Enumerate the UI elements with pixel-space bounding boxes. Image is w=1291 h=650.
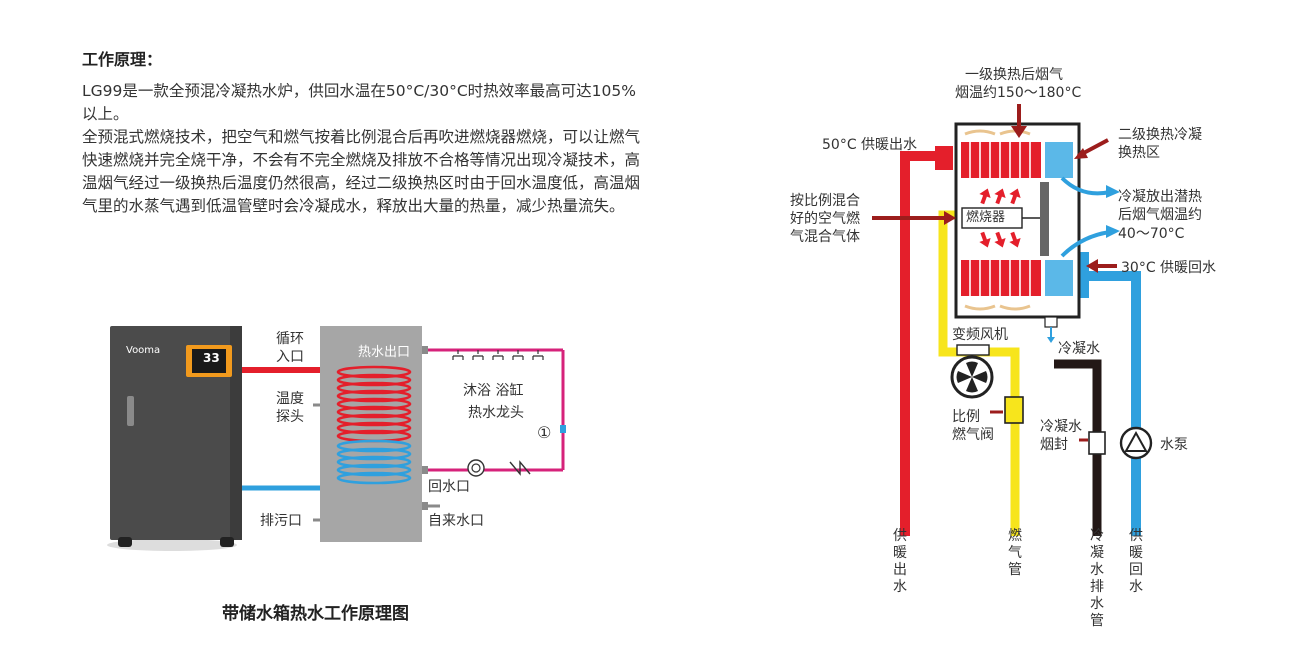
condensate-seal-icon <box>1088 431 1106 455</box>
label-fan: 变频风机 <box>952 327 1008 343</box>
coil-lines <box>969 142 1031 296</box>
boiler-unit <box>110 326 242 540</box>
faucet-row <box>452 350 544 360</box>
return-pipe <box>1073 252 1141 536</box>
label-primary-exchange: 一级换热后烟气 <box>965 67 1063 83</box>
label-drain: 排污口 <box>260 513 302 529</box>
description-paragraph-1: LG99是一款全预混冷凝热水炉，供回水温在50°C/30°C时热效率最高可达10… <box>82 82 636 123</box>
secondary-exchanger-top <box>1045 142 1073 178</box>
label-circulation-inlet: 循环 入口 <box>276 331 304 365</box>
primary-exchanger-top <box>961 142 1041 178</box>
label-gas-pipe: 燃气管 <box>1008 528 1022 578</box>
label-burner: 燃烧器 <box>966 210 1006 225</box>
secondary-exchanger-bottom <box>1045 260 1073 296</box>
label-shower-tub: 沐浴 浴缸 <box>463 383 524 399</box>
circulation-pump-icon <box>467 459 485 477</box>
condensate-drain-pipe <box>1054 359 1102 536</box>
section-title: 工作原理： <box>82 50 163 69</box>
label-condensate-pipe: 冷凝水排水管 <box>1090 528 1104 629</box>
label-supply-pipe: 供暖出水 <box>893 528 907 595</box>
gas-valve-icon <box>1004 396 1024 424</box>
boiler-side <box>230 326 242 540</box>
label-return-pipe: 供暖回水 <box>1129 528 1143 595</box>
tank-diagram-caption: 带储水箱热水工作原理图 <box>222 604 409 624</box>
boiler-brand: Vooma <box>126 345 161 356</box>
label-temp-probe: 温度 探头 <box>276 391 304 425</box>
label-condensate: 冷凝水 <box>1058 341 1100 357</box>
label-latent-heat: 冷凝放出潜热 后烟气烟温约 <box>1118 189 1202 223</box>
label-condensate-seal: 冷凝水 烟封 <box>1040 419 1082 453</box>
label-premix-gas: 按比例混合 好的空气燃 气混合气体 <box>790 193 860 245</box>
label-tap-inlet: 自来水口 <box>428 513 484 529</box>
control-screen <box>192 349 226 373</box>
description-paragraph-2: 全预混式燃烧技术，把空气和燃气按着比例混合后再吹进燃烧器燃烧，可以让燃气快速燃烧… <box>82 128 641 215</box>
boiler-shadow <box>107 539 237 551</box>
flue-baffle <box>1040 182 1049 256</box>
pointer-arrows <box>872 104 1117 442</box>
description: LG99是一款全预混冷凝热水炉，供回水温在50°C/30°C时热效率最高可达10… <box>82 80 642 218</box>
label-flue-temp-high: 烟温约150～180°C <box>955 85 1082 101</box>
boiler-foot-left <box>118 537 132 547</box>
boiler-foot-right <box>220 537 234 547</box>
condensate-outlet <box>1044 316 1058 328</box>
supply-pipe <box>900 146 953 536</box>
hot-water-loop <box>428 348 565 472</box>
blue-coil <box>336 439 412 485</box>
label-pump-mark: ① <box>537 423 552 442</box>
label-supply-out: 50°C 供暖出水 <box>822 137 918 153</box>
label-gas-valve: 比例 燃气阀 <box>952 409 994 443</box>
label-hot-faucet: 热水龙头 <box>468 405 524 421</box>
label-hot-outlet: 热水出口 <box>358 345 411 360</box>
primary-exchanger-bottom <box>961 260 1041 296</box>
label-return-in: 30°C 供暖回水 <box>1121 260 1217 276</box>
flame-arrows <box>979 188 1021 248</box>
label-flue-temp-low: 40～70°C <box>1118 226 1185 242</box>
loop-sensor <box>560 425 566 433</box>
exhaust-arrows <box>1060 176 1120 258</box>
fan-housing <box>956 344 990 356</box>
label-secondary-zone: 二级换热冷凝 换热区 <box>1118 127 1202 161</box>
check-valve-icon <box>509 460 531 476</box>
label-pump: 水泵 <box>1160 437 1188 453</box>
label-return-port: 回水口 <box>428 479 470 495</box>
water-gauge <box>127 396 134 426</box>
boiler-display: 33 <box>203 351 220 365</box>
